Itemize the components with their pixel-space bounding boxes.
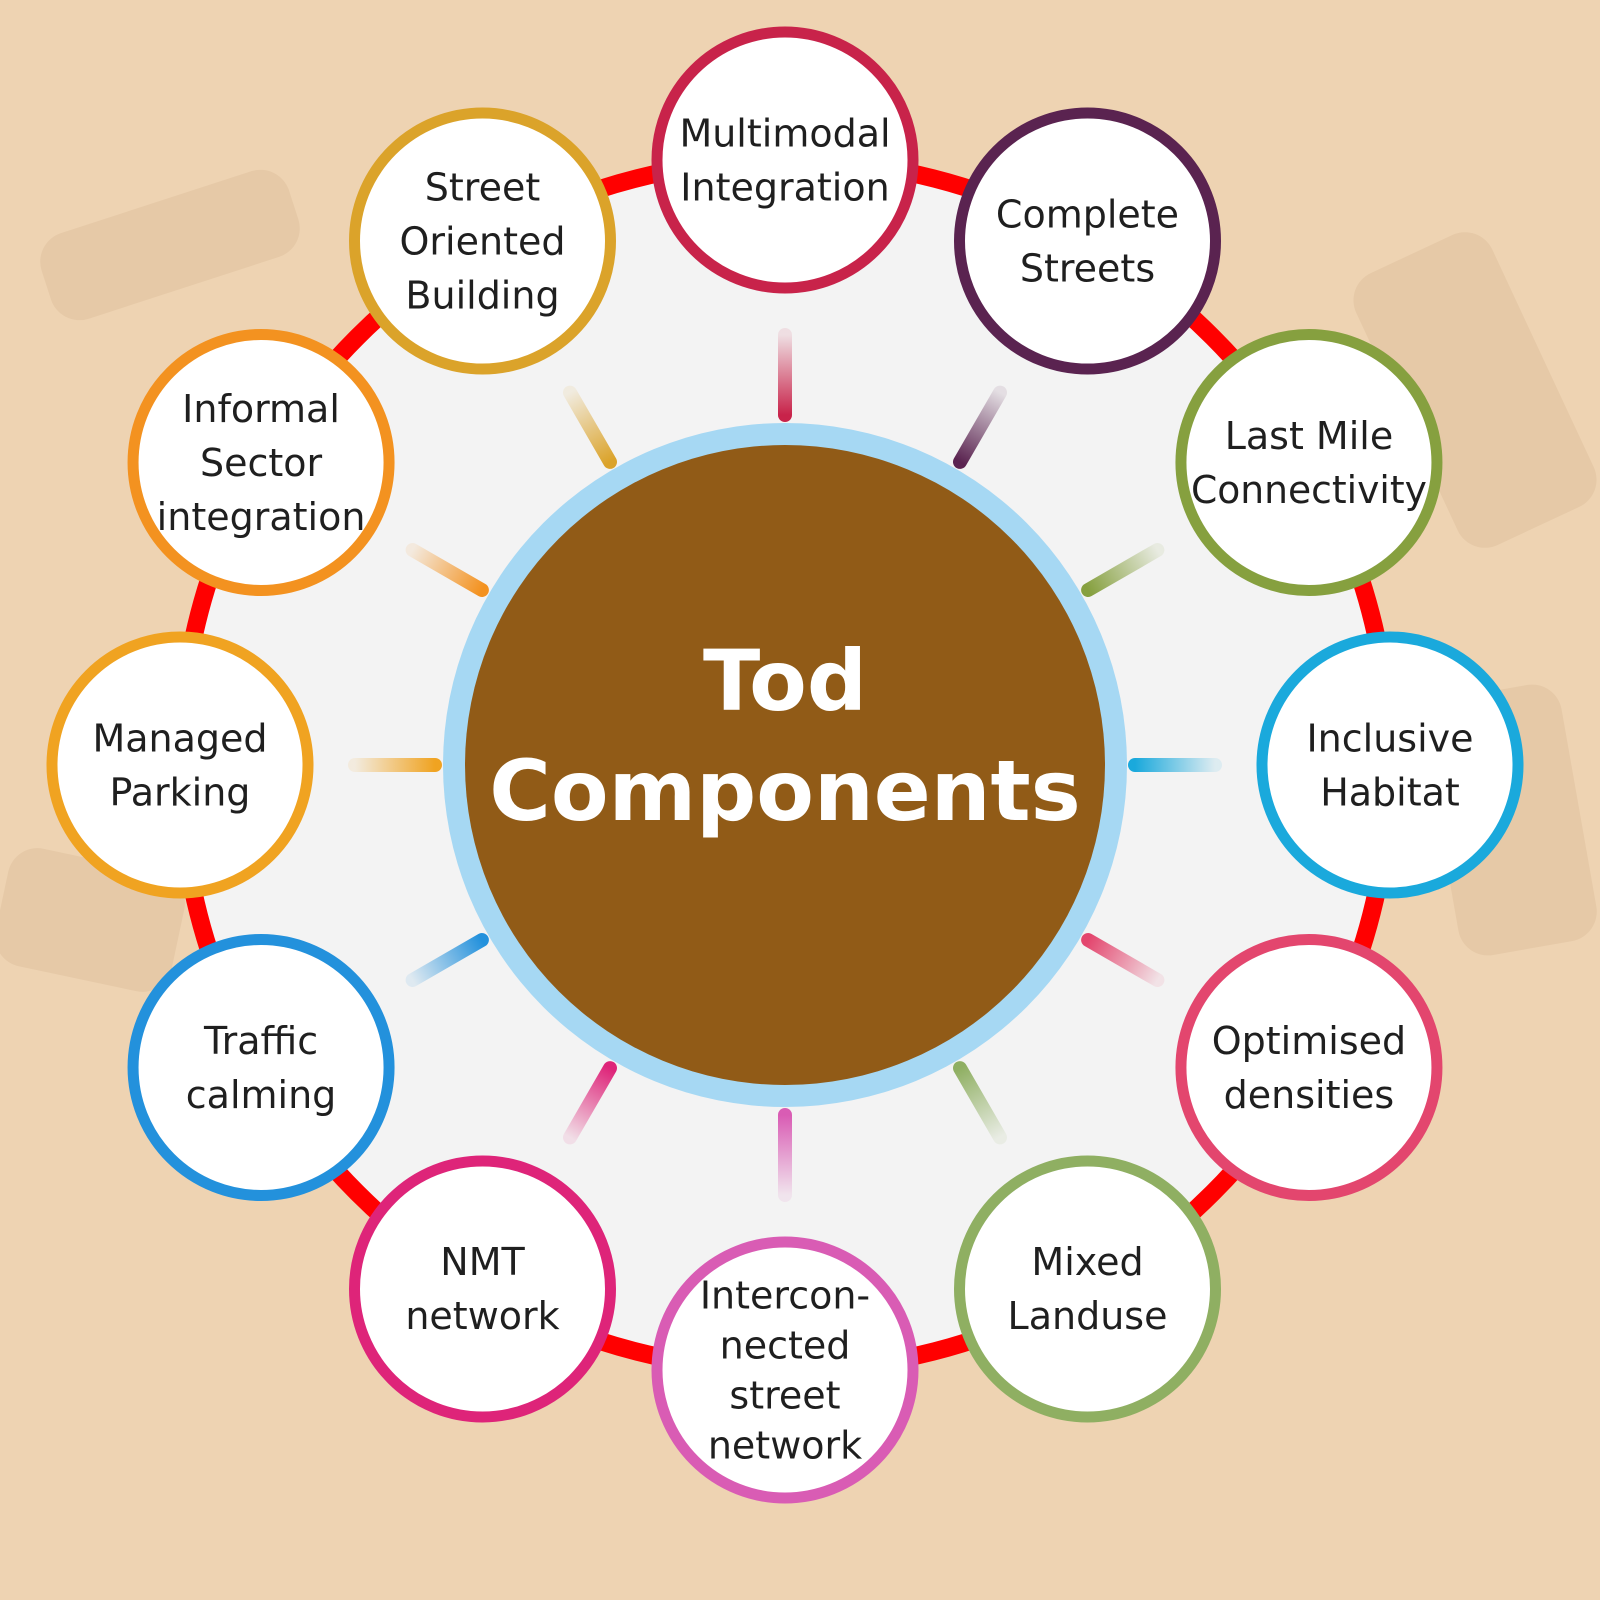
node-label-line: network [405,1294,559,1338]
node-circle [954,1155,1221,1423]
component-nodes: MultimodalIntegrationCompleteStreetsLast… [46,26,1524,1504]
node-label-line: Parking [110,770,251,814]
spoke-mixed-landuse [953,1061,1007,1145]
node-traffic-calming: Traffic calming [127,934,395,1201]
spoke-complete-streets [953,385,1007,469]
node-label-line: Oriented [400,219,566,263]
node-label-line: Managed [92,716,267,760]
node-label-line: Habitat [1320,770,1460,814]
node-circle [1175,329,1443,596]
node-interconnected-street-network: Intercon-nected street network [651,1236,919,1504]
spokes [348,328,1222,1202]
node-label-line: Last Mile [1225,414,1394,458]
node-circle [127,329,395,596]
node-circle [651,26,919,294]
node-label-line: Street [425,165,540,209]
node-label-line: Informal [182,387,340,431]
node-label-line: NMT [440,1240,525,1284]
node-label-line: street [729,1373,840,1417]
node-label-line: densities [1224,1073,1395,1117]
node-label-line: integration [157,495,366,539]
node-circle [349,1155,616,1423]
node-label-line: Sector [200,441,323,485]
node-label-line: Multimodal [679,111,890,155]
node-label-line: network [708,1423,862,1467]
title-line-2: Components [489,742,1080,840]
node-circle [46,631,314,899]
node-label-line: Landuse [1008,1294,1168,1338]
node-label-line: Traffic [203,1019,318,1063]
node-circle [127,934,395,1201]
node-nmt-network: NMT network [349,1155,616,1423]
center-circle [465,445,1105,1085]
title-line-1: Tod [703,632,867,730]
spoke-informal-sector-integration [405,543,489,597]
node-label-line: Complete [996,192,1179,236]
node-circle [954,107,1221,375]
node-label-line: Integration [680,165,889,209]
node-label-line: Optimised [1212,1019,1406,1063]
node-label-line: calming [186,1073,337,1117]
node-label-line: Streets [1020,246,1155,290]
spoke-last-mile-connectivity [1081,543,1165,597]
node-circle [1256,631,1524,899]
node-label-line: Inclusive [1306,716,1473,760]
spoke-nmt-network [563,1061,617,1145]
spoke-traffic-calming [405,933,489,987]
node-label-line: Mixed [1031,1240,1143,1284]
node-label-line: Intercon- [700,1273,870,1317]
spoke-optimised-densities [1081,933,1165,987]
node-optimised-densities: Optimised densities [1175,934,1443,1201]
node-circle [349,107,616,375]
node-label-line: Connectivity [1191,468,1427,512]
node-label-line: nected [720,1323,851,1367]
node-circle [1175,934,1443,1201]
spoke-street-oriented-building [563,385,617,469]
node-label-line: Building [405,273,559,317]
node-circle [651,1236,919,1504]
